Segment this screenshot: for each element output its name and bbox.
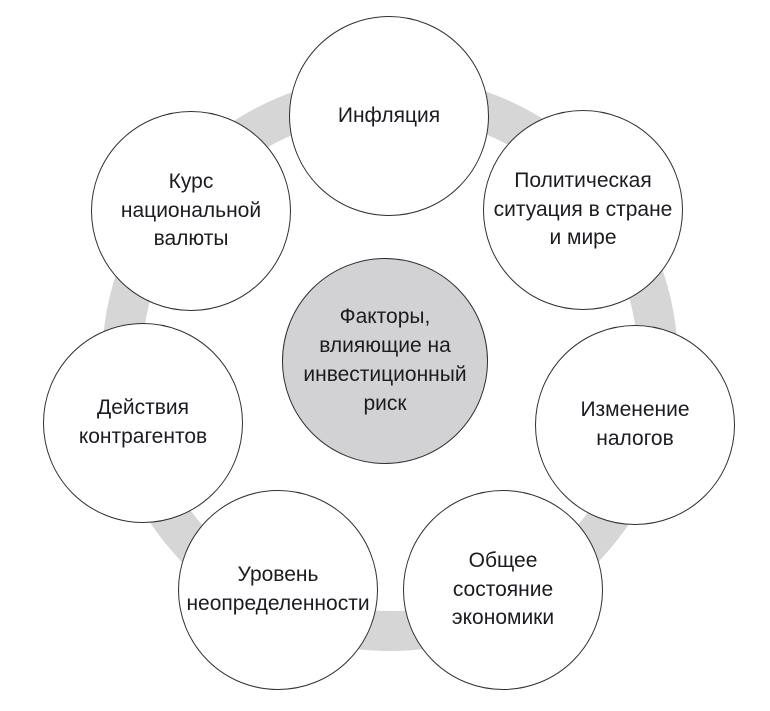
node-political-situation: Политическая ситуация в стране и мире [483,110,683,310]
node-counterparty-actions: Действия контрагентов [43,323,243,523]
node-tax-changes: Изменение налогов [535,325,735,525]
node-uncertainty-level: Уровень неопределенности [178,490,378,690]
node-national-currency-rate: Курс национальной валюты [91,111,291,311]
node-political-situation-label: Политическая ситуация в стране и мире [493,168,673,250]
node-inflation-label: Инфляция [337,103,441,127]
node-center-factors-label: Факторы, влияющие на инвестиционный риск [303,305,467,415]
node-counterparty-actions-label: Действия контрагентов [78,396,208,448]
node-tax-changes-label: Изменение налогов [580,398,690,450]
node-economy-state-label: Общее состояние экономики [451,548,555,630]
node-inflation: Инфляция [289,16,489,216]
node-uncertainty-level-label: Уровень неопределенности [186,563,370,615]
node-center-factors: Факторы, влияющие на инвестиционный риск [282,258,488,464]
node-economy-state: Общее состояние экономики [403,490,603,690]
node-national-currency-rate-label: Курс национальной валюты [120,169,262,251]
